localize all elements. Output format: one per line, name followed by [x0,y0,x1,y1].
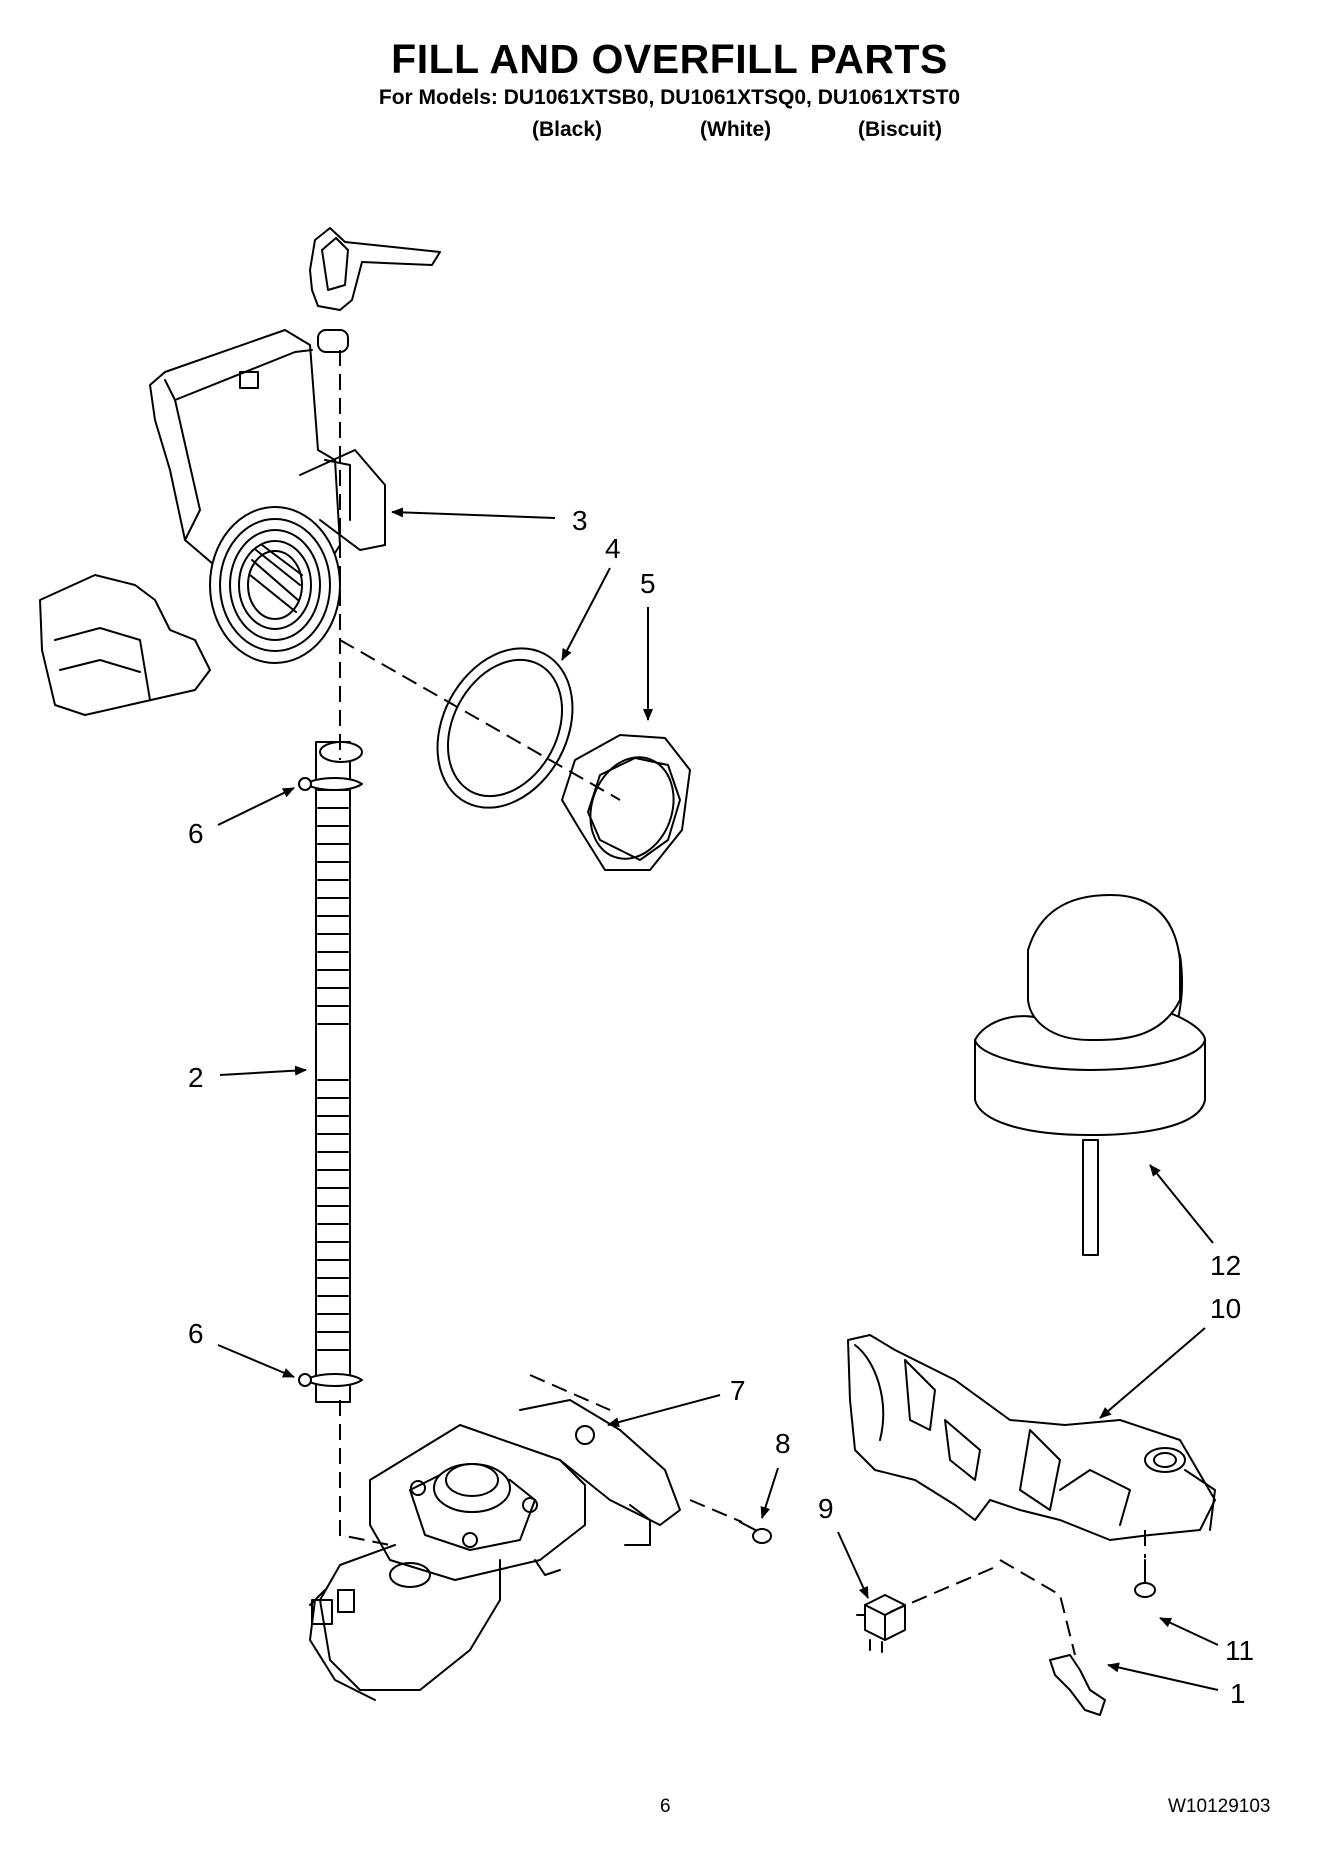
hex-nut-part [561,734,691,871]
fill-hose-part [315,741,363,1403]
callout-2: 2 [188,1062,204,1093]
water-inlet-valve-part [309,1399,681,1701]
screw-part-11 [1134,1559,1156,1598]
callout-10: 10 [1210,1293,1241,1324]
hose-clamp-lower-part [298,1373,363,1387]
color-biscuit-label: (Biscuit) [858,118,942,141]
callout-8: 8 [775,1428,791,1459]
float-switch-bracket-part [847,1334,1216,1541]
callout-5: 5 [640,568,656,599]
assembly-lines [339,350,1146,1656]
microswitch-part [856,1594,906,1653]
callout-12: 12 [1210,1250,1241,1281]
callout-1: 1 [1230,1678,1246,1709]
color-black-label: (Black) [532,118,603,141]
callout-11: 11 [1225,1635,1254,1666]
callout-6-upper: 6 [188,818,204,849]
screw-part-8 [739,1521,772,1544]
document-number: W10129103 [1168,1796,1271,1817]
actuator-lever-part [1049,1654,1106,1716]
page-number: 6 [660,1796,671,1817]
leader-arrows [217,507,1219,1691]
color-white-label: (White) [700,118,772,141]
fill-funnel-part [39,227,441,716]
gasket-ring-part [436,647,574,809]
callout-4: 4 [605,533,621,564]
hose-clamp-upper-part [298,777,363,791]
callout-7: 7 [730,1375,746,1406]
callout-3: 3 [572,505,588,536]
model-list: For Models: DU1061XTSB0, DU1061XTSQ0, DU… [378,86,961,109]
callout-6-lower: 6 [188,1318,204,1349]
float-part [974,894,1206,1256]
callout-9: 9 [818,1493,834,1524]
page-title: FILL AND OVERFILL PARTS [391,36,948,82]
